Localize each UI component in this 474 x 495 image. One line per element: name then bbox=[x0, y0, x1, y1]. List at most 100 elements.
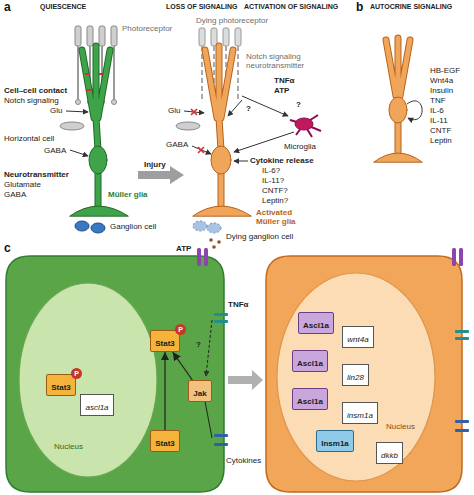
illustration-part bbox=[235, 28, 241, 46]
illustration-part bbox=[214, 434, 228, 437]
horizontal-cell bbox=[60, 122, 84, 130]
atp-receptor bbox=[452, 248, 463, 266]
annotation-label: Cytokines bbox=[226, 456, 261, 465]
protein-name: Stat3 bbox=[155, 438, 175, 449]
annotation-label: ? bbox=[296, 100, 301, 109]
connector-arrow bbox=[164, 352, 165, 430]
protein-box: Stat3P bbox=[46, 374, 76, 396]
annotation-label: Cytokine release bbox=[250, 156, 314, 165]
panel-letter: b bbox=[356, 1, 363, 15]
illustration-part bbox=[111, 26, 117, 46]
annotation-label: Notch signaling neurotransmitter bbox=[246, 52, 314, 70]
protein-name: Ascl1a bbox=[297, 358, 323, 369]
illustration-part bbox=[91, 223, 105, 233]
annotation-label: GABA bbox=[166, 140, 188, 149]
protein-name: Stat3 bbox=[155, 338, 175, 349]
annotation-label: ATP bbox=[274, 86, 289, 95]
gene-name: lin28 bbox=[347, 372, 364, 383]
illustration-part bbox=[70, 206, 128, 216]
annotation-label: CNTF bbox=[430, 126, 451, 135]
annotation-label: Wnt4a bbox=[430, 76, 453, 85]
protein-name: Stat3 bbox=[51, 382, 71, 393]
illustration-part bbox=[452, 248, 456, 266]
illustration-part bbox=[455, 337, 469, 340]
illustration-part bbox=[60, 122, 84, 130]
glu-arrow bbox=[66, 111, 88, 112]
annotation-label: Injury bbox=[144, 160, 166, 169]
illustration-part bbox=[209, 238, 213, 242]
signal-arrow bbox=[242, 96, 288, 116]
signal-arrow bbox=[228, 100, 242, 116]
protein-box: Ascl1a bbox=[292, 350, 328, 372]
illustration-part bbox=[199, 28, 205, 46]
illustration-part bbox=[193, 206, 251, 216]
annotation-label: Neurotransmitter bbox=[4, 170, 69, 179]
gaba-arrow bbox=[70, 150, 88, 156]
gene-box: insm1a bbox=[342, 402, 378, 424]
illustration-part bbox=[217, 240, 221, 244]
illustration-part bbox=[214, 443, 228, 446]
illustration-part bbox=[75, 26, 81, 46]
annotation-label: Insulin bbox=[430, 86, 453, 95]
annotation-label: Horizontal cell bbox=[4, 134, 54, 143]
quiescent-cell bbox=[6, 256, 224, 492]
nucleus-outline bbox=[18, 282, 158, 478]
annotation-label: Glu bbox=[168, 106, 180, 115]
protein-box: Stat3P bbox=[150, 330, 180, 352]
illustration-part bbox=[386, 38, 410, 152]
protein-name: Ascl1a bbox=[303, 320, 329, 331]
annotation-label: ATP bbox=[176, 244, 191, 253]
illustration-part bbox=[386, 38, 410, 152]
illustration-part bbox=[89, 146, 107, 174]
annotation-label: TNFα bbox=[228, 300, 248, 309]
annotation-label: IL-11 bbox=[430, 116, 448, 125]
illustration-part bbox=[211, 28, 217, 46]
annotation-label: GABA bbox=[44, 146, 66, 155]
illustration-part bbox=[176, 122, 200, 130]
protein-box: Ascl1a bbox=[298, 312, 334, 334]
illustration-part bbox=[112, 100, 117, 105]
gene-name: ascl1a bbox=[85, 402, 108, 413]
nucleus-shape bbox=[277, 273, 435, 481]
panel-heading: QUIESCENCE bbox=[40, 3, 86, 11]
cell-label: Activated Müller glia bbox=[256, 208, 310, 226]
gene-box: dkkb bbox=[376, 442, 403, 464]
illustration-part bbox=[214, 320, 228, 323]
illustration-part bbox=[459, 248, 463, 266]
illustration-part bbox=[75, 221, 89, 231]
illustration-part bbox=[207, 223, 221, 233]
gene-box: lin28 bbox=[342, 364, 369, 386]
annotation-label: TNF bbox=[430, 96, 446, 105]
illustration-part bbox=[223, 28, 229, 46]
panel-heading: AUTOCRINE SIGNALING bbox=[370, 3, 452, 11]
ganglion-cell bbox=[75, 221, 105, 233]
cytokine-signal bbox=[204, 396, 212, 438]
cell-label: Müller glia bbox=[108, 190, 148, 199]
illustration-part bbox=[295, 118, 313, 130]
annotation-label: Microglia bbox=[284, 142, 316, 151]
illustration-part bbox=[212, 245, 216, 249]
autocrine-arrow bbox=[407, 101, 422, 120]
microglia bbox=[290, 115, 321, 137]
cytokine-arrow bbox=[234, 161, 248, 162]
nucleus-shape bbox=[19, 283, 157, 477]
block-mark bbox=[191, 109, 204, 153]
activated-muller-glia bbox=[193, 46, 251, 216]
annotation-label: Leptin bbox=[430, 136, 452, 145]
protein-name: Jak bbox=[193, 388, 206, 399]
phosphate-badge: P bbox=[71, 368, 82, 379]
annotation-label: ? bbox=[196, 340, 201, 349]
annotation-label: IL-6? bbox=[262, 166, 280, 175]
illustration-part bbox=[99, 26, 105, 46]
illustration-part bbox=[205, 46, 233, 208]
annotation-label: Ganglion cell bbox=[110, 222, 156, 231]
gene-name: insm1a bbox=[347, 410, 373, 421]
nucleus: NucleusStat3Pascl1a bbox=[18, 282, 158, 478]
dying-ganglion-cell bbox=[193, 221, 221, 233]
activated-cell bbox=[266, 256, 462, 492]
illustration-part bbox=[82, 46, 110, 208]
illustration-part bbox=[193, 221, 207, 231]
